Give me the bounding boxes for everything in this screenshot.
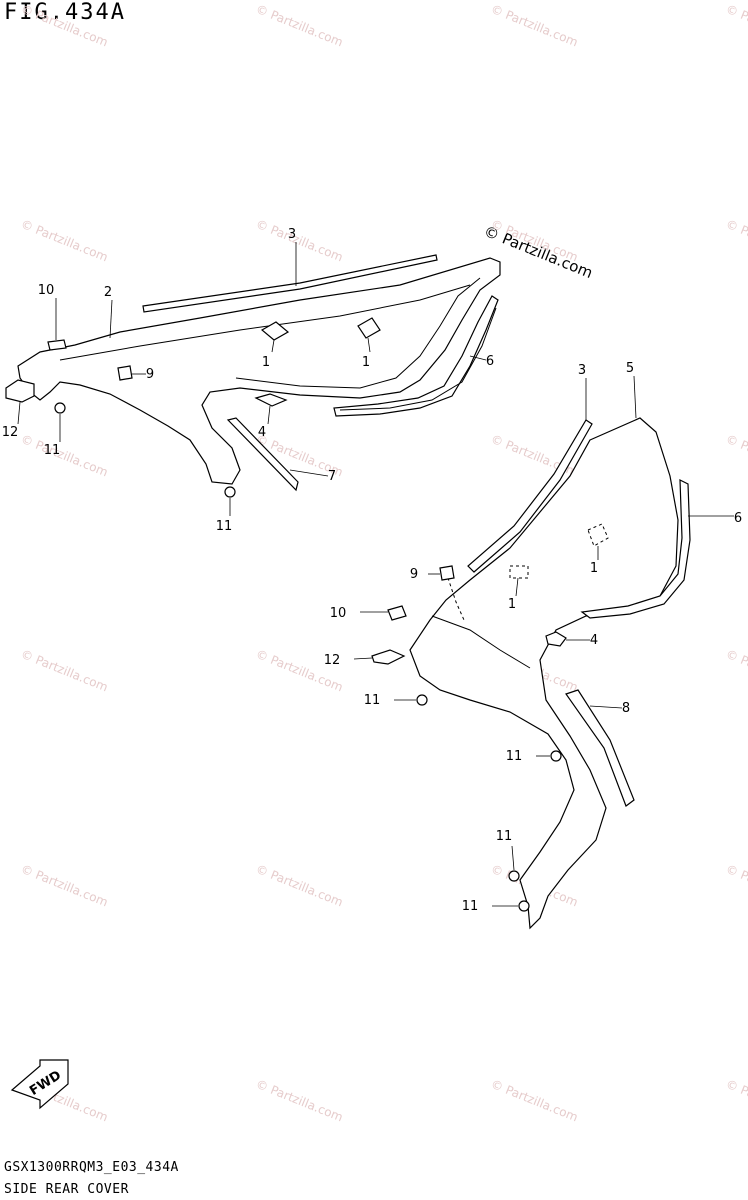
part-9-clip-left[interactable] bbox=[117, 365, 133, 381]
part-3-strip-right[interactable] bbox=[467, 419, 593, 573]
left-callout-10[interactable]: 10 bbox=[38, 283, 55, 298]
right-leader-line bbox=[633, 375, 637, 419]
watermark-text: © Partzilla.com bbox=[724, 1077, 748, 1125]
left-leader-line bbox=[109, 299, 113, 339]
part-6-trim-right[interactable] bbox=[580, 479, 691, 619]
part-12-block-left[interactable] bbox=[5, 379, 35, 403]
watermark-text: © Partzilla.com bbox=[19, 2, 110, 50]
left-callout-7[interactable]: 7 bbox=[328, 469, 336, 484]
diagram-code: GSX1300RRQM3_E03_434A bbox=[4, 1160, 179, 1175]
part-10-nut-left[interactable] bbox=[47, 339, 67, 351]
part-8-strip[interactable] bbox=[565, 689, 635, 807]
left-leader-line bbox=[289, 469, 329, 477]
left-callout-11[interactable]: 11 bbox=[216, 519, 233, 534]
part-11-screw-left-a[interactable] bbox=[54, 402, 66, 414]
part-4-cushion-left[interactable] bbox=[254, 393, 288, 407]
right-callout-11[interactable]: 11 bbox=[496, 829, 513, 844]
part-12-block-right[interactable] bbox=[371, 649, 406, 665]
right-callout-11[interactable]: 11 bbox=[364, 693, 381, 708]
left-leader-line bbox=[367, 337, 371, 353]
right-callout-4[interactable]: 4 bbox=[590, 633, 598, 648]
part-1-pad-c[interactable] bbox=[587, 523, 609, 547]
part-11-screw-right-b[interactable] bbox=[550, 750, 562, 762]
left-callout-3[interactable]: 3 bbox=[288, 227, 296, 242]
watermark-text: © Partzilla.com bbox=[489, 217, 580, 265]
watermark-text: © Partzilla.com bbox=[724, 432, 748, 480]
part-1-pad-a[interactable] bbox=[260, 321, 290, 341]
part-11-screw-right-c[interactable] bbox=[508, 870, 520, 882]
part-7-strip[interactable] bbox=[226, 417, 299, 492]
watermark-text: © Partzilla.com bbox=[254, 1077, 345, 1125]
part-3-strip-left[interactable] bbox=[142, 254, 438, 313]
left-callout-12[interactable]: 12 bbox=[2, 425, 19, 440]
part-2-side-cover[interactable] bbox=[17, 257, 501, 485]
watermark-text: © Partzilla.com bbox=[19, 432, 110, 480]
right-callout-6[interactable]: 6 bbox=[734, 511, 742, 526]
left-callout-1[interactable]: 1 bbox=[362, 355, 370, 370]
left-leader-line bbox=[17, 401, 21, 425]
watermark-text: © Partzilla.com bbox=[724, 217, 748, 265]
diagram-name: SIDE REAR COVER bbox=[4, 1182, 129, 1197]
watermark-text: © Partzilla.com bbox=[489, 1077, 580, 1125]
watermark-text: © Partzilla.com bbox=[489, 2, 580, 50]
part-10-nut-right[interactable] bbox=[387, 605, 407, 621]
watermark-text: © Partzilla.com bbox=[19, 647, 110, 695]
watermark-text: © Partzilla.com bbox=[254, 217, 345, 265]
part-6-trim-left[interactable] bbox=[333, 295, 499, 417]
right-leader-line bbox=[589, 705, 623, 709]
left-cover-assembly bbox=[5, 254, 501, 498]
left-callout-2[interactable]: 2 bbox=[104, 285, 112, 300]
watermark-text: © Partzilla.com bbox=[254, 862, 345, 910]
part-1-pad-d[interactable] bbox=[509, 565, 529, 579]
left-leader-line bbox=[271, 339, 275, 353]
part-11-screw-right-d[interactable] bbox=[518, 900, 530, 912]
right-callout-5[interactable]: 5 bbox=[626, 361, 634, 376]
right-leader-line bbox=[515, 577, 519, 597]
part-9-clip-right[interactable] bbox=[439, 565, 455, 581]
left-callout-6[interactable]: 6 bbox=[486, 354, 494, 369]
right-callout-11[interactable]: 11 bbox=[506, 749, 523, 764]
fwd-arrow-shape bbox=[10, 1059, 69, 1110]
right-leader-line bbox=[353, 657, 373, 660]
left-callout-4[interactable]: 4 bbox=[258, 425, 266, 440]
part-11-screw-left-b[interactable] bbox=[224, 486, 236, 498]
left-callout-1[interactable]: 1 bbox=[262, 355, 270, 370]
right-callout-1[interactable]: 1 bbox=[508, 597, 516, 612]
watermark-text: © Partzilla.com bbox=[724, 647, 748, 695]
watermark-text: © Partzilla.com bbox=[19, 862, 110, 910]
watermark-text: © Partzilla.com bbox=[19, 217, 110, 265]
right-cover-assembly bbox=[371, 417, 691, 930]
right-callout-3[interactable]: 3 bbox=[578, 363, 586, 378]
right-callout-10[interactable]: 10 bbox=[330, 606, 347, 621]
watermark-text: © Partzilla.com bbox=[724, 2, 748, 50]
right-leader-line bbox=[511, 845, 515, 871]
right-callout-9[interactable]: 9 bbox=[410, 567, 418, 582]
watermark-text: © Partzilla.com bbox=[724, 862, 748, 910]
right-callout-11[interactable]: 11 bbox=[462, 899, 479, 914]
left-leader-line bbox=[267, 405, 271, 425]
right-callout-1[interactable]: 1 bbox=[590, 561, 598, 576]
part-11-screw-right-a[interactable] bbox=[416, 694, 428, 706]
watermark-text: © Partzilla.com bbox=[254, 2, 345, 50]
figure-title: FIG.434A bbox=[4, 0, 126, 25]
part-1-pad-b[interactable] bbox=[357, 317, 381, 339]
left-leader-line bbox=[469, 355, 487, 361]
right-callout-12[interactable]: 12 bbox=[324, 653, 341, 668]
left-callout-11[interactable]: 11 bbox=[44, 443, 61, 458]
part-4-cushion-right[interactable] bbox=[545, 631, 567, 647]
right-callout-8[interactable]: 8 bbox=[622, 701, 630, 716]
left-callout-9[interactable]: 9 bbox=[146, 367, 154, 382]
